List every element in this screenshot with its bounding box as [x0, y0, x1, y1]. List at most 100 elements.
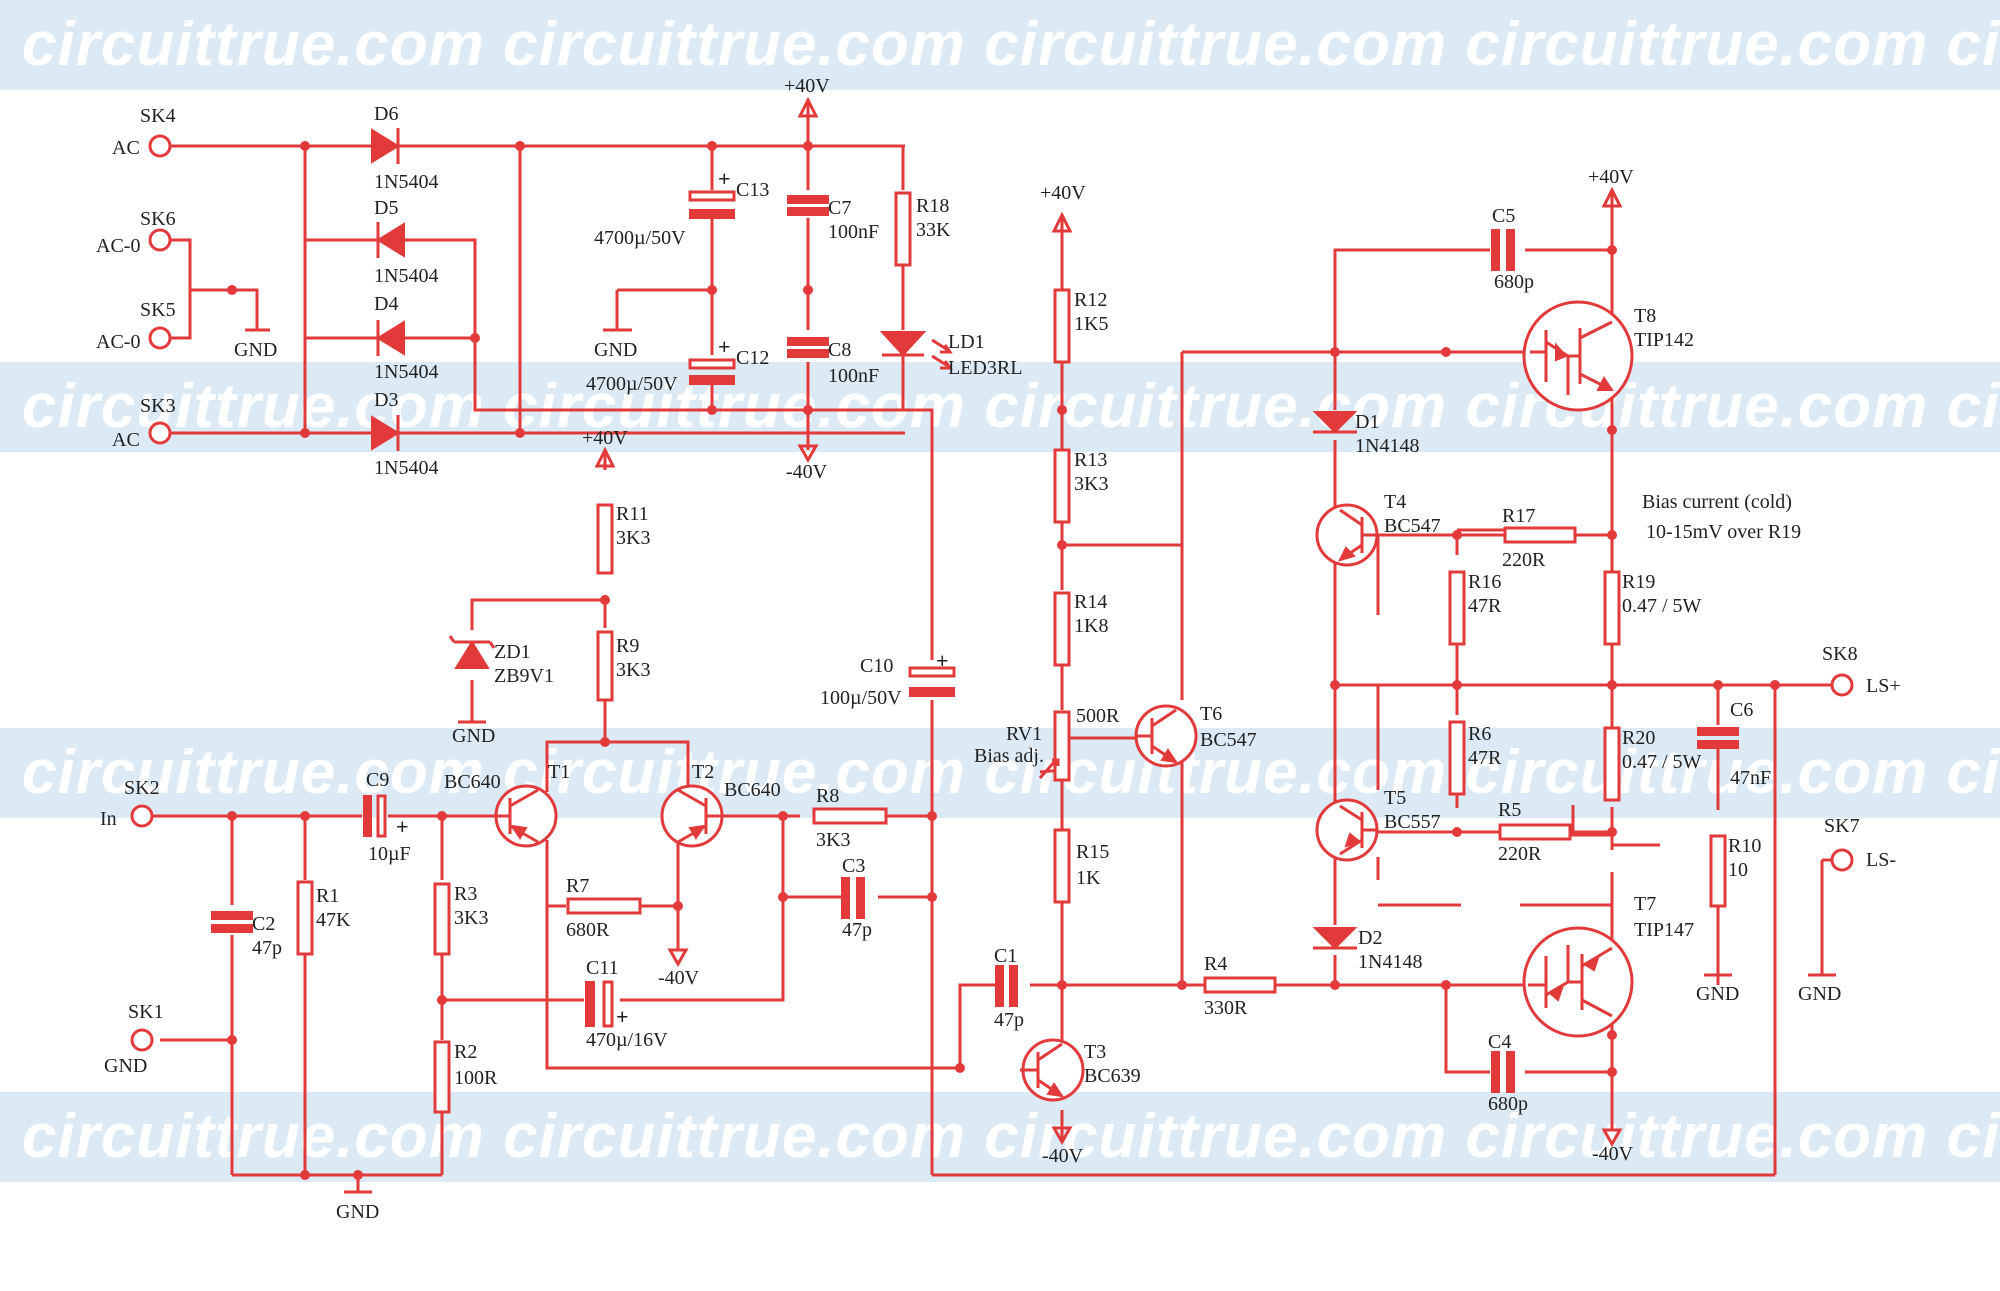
resistor-r20: R20 0.47 / 5W — [1603, 726, 1702, 802]
capacitor-ref: C5 — [1492, 205, 1515, 227]
capacitor-value: 4700µ/50V — [586, 373, 678, 395]
capacitor-c1: C1 47p — [994, 945, 1024, 1031]
transistor-t2: T2 BC640 — [660, 761, 781, 848]
ground-label: GND — [452, 725, 495, 747]
supply-label: -40V — [658, 967, 700, 989]
resistor-r8: R8 3K3 — [812, 785, 888, 851]
connector-sk3: SK3 AC — [112, 395, 176, 451]
svg-text:+: + — [718, 166, 731, 191]
resistor-ref: R9 — [616, 635, 639, 657]
transistor-ref: T8 — [1634, 305, 1656, 327]
connector-ref: SK8 — [1822, 643, 1858, 665]
resistor-value: 220R — [1502, 549, 1546, 571]
bias-note: Bias current (cold) 10-15mV over R19 — [1642, 491, 1801, 543]
diode-ref: LD1 — [948, 331, 985, 353]
transistor-t5: T5 BC557 — [1315, 787, 1441, 862]
supply-label: +40V — [1040, 182, 1086, 204]
connector-ref: SK4 — [140, 105, 176, 127]
resistor-ref: R10 — [1728, 835, 1761, 857]
transistor-value: BC640 — [444, 771, 501, 793]
connector-label: GND — [104, 1055, 147, 1077]
bias-note-line2: 10-15mV over R19 — [1646, 521, 1801, 543]
transistor-t4: T4 BC547 — [1315, 491, 1441, 567]
diode-d1: D1 1N4148 — [1312, 411, 1419, 457]
transistor-value: TIP142 — [1634, 329, 1694, 351]
resistor-ref: R3 — [454, 883, 477, 905]
resistor-r9: R9 3K3 — [596, 630, 650, 702]
capacitor-value: 680p — [1494, 271, 1534, 293]
watermark-band: circuittrue.com circuittrue.com circuitt… — [0, 1092, 2000, 1182]
resistor-ref: R16 — [1468, 571, 1501, 593]
resistor-value: 3K3 — [616, 527, 650, 549]
ground-label: GND — [1696, 983, 1739, 1005]
capacitor-ref: C8 — [828, 339, 851, 361]
supply-label: -40V — [1592, 1143, 1634, 1165]
svg-text:+: + — [718, 334, 731, 359]
capacitor-value: 47p — [994, 1009, 1024, 1031]
resistors: R18 33K R11 3K3 R9 3K3 R1 47K R3 3K3 R2 … — [296, 191, 1761, 1114]
connector-ref: SK5 — [140, 299, 176, 321]
connector-ref: SK7 — [1824, 815, 1860, 837]
connector-label: LS- — [1866, 849, 1896, 871]
capacitor-ref: C10 — [860, 655, 893, 677]
capacitor-ref: C6 — [1730, 699, 1753, 721]
watermark-text: circuittrue.com circuittrue.com circuitt… — [22, 372, 2000, 441]
resistor-ref: R12 — [1074, 289, 1107, 311]
connector-label: AC — [112, 137, 140, 159]
potentiometer-rv1: RV1 500R Bias adj. — [974, 705, 1120, 782]
diode-value: 1N4148 — [1355, 435, 1419, 457]
resistor-value: 100R — [454, 1067, 498, 1089]
diode-ref: ZD1 — [494, 641, 531, 663]
transistor-value: BC557 — [1384, 811, 1441, 833]
connector-ref: SK1 — [128, 1001, 164, 1023]
transistor-value: BC640 — [724, 779, 781, 801]
diode-d3: D3 1N5404 — [371, 389, 438, 479]
transistor-t8: T8 TIP142 — [1522, 300, 1694, 412]
capacitor-c8: C8 100nF — [787, 337, 879, 387]
resistor-r19: R19 0.47 / 5W — [1603, 570, 1702, 646]
diode-value: 1N4148 — [1358, 951, 1422, 973]
resistor-ref: R14 — [1074, 591, 1107, 613]
capacitors: + C13 4700µ/50V + C12 4700µ/50V C7 100nF… — [211, 166, 1771, 1115]
resistor-value: 1K5 — [1074, 313, 1108, 335]
diode-value: 1N5404 — [374, 457, 438, 479]
capacitor-value: 100nF — [828, 221, 879, 243]
resistor-ref: RV1 — [1006, 723, 1042, 745]
transistor-ref: T1 — [548, 761, 570, 783]
capacitor-value: 47nF — [1730, 767, 1771, 789]
supply-label: -40V — [786, 461, 828, 483]
supply-label: +40V — [582, 427, 628, 449]
resistor-ref: R20 — [1622, 727, 1655, 749]
transistor-t1: T1 BC640 — [444, 761, 570, 848]
diode-d5: D5 1N5404 — [374, 197, 438, 287]
resistor-note: Bias adj. — [974, 745, 1044, 767]
transistor-value: BC639 — [1084, 1065, 1141, 1087]
connector-sk8: SK8 LS+ — [1822, 643, 1901, 697]
capacitor-value: 4700µ/50V — [594, 227, 686, 249]
diode-value: 1N5404 — [374, 171, 438, 193]
capacitor-value: 47p — [842, 919, 872, 941]
transistor-t6: T6 BC547 — [1134, 703, 1257, 768]
capacitor-c6: C6 47nF — [1697, 699, 1771, 789]
diode-value: 1N5404 — [374, 265, 438, 287]
capacitor-ref: C4 — [1488, 1031, 1511, 1053]
resistor-ref: R2 — [454, 1041, 477, 1063]
resistor-r16: R16 47R — [1448, 570, 1502, 646]
capacitor-ref: C9 — [366, 769, 389, 791]
resistor-r2: R2 100R — [433, 1040, 498, 1114]
resistor-ref: R13 — [1074, 449, 1107, 471]
resistor-ref: R15 — [1076, 841, 1109, 863]
resistor-value: 3K3 — [454, 907, 488, 929]
transistor-ref: T2 — [692, 761, 714, 783]
resistor-value: 47K — [316, 909, 351, 931]
connector-sk7: SK7 LS- — [1824, 815, 1896, 872]
zener-zd1: ZD1 ZB9V1 — [448, 635, 554, 687]
transistor-ref: T4 — [1384, 491, 1406, 513]
capacitor-c13: + C13 4700µ/50V — [594, 166, 769, 249]
diode-ref: D4 — [374, 293, 398, 315]
capacitor-c3: C3 47p — [841, 855, 872, 941]
transistor-t7: T7 TIP147 — [1522, 893, 1694, 1038]
diode-ref: D5 — [374, 197, 398, 219]
connector-sk1: SK1 GND — [104, 1001, 164, 1077]
